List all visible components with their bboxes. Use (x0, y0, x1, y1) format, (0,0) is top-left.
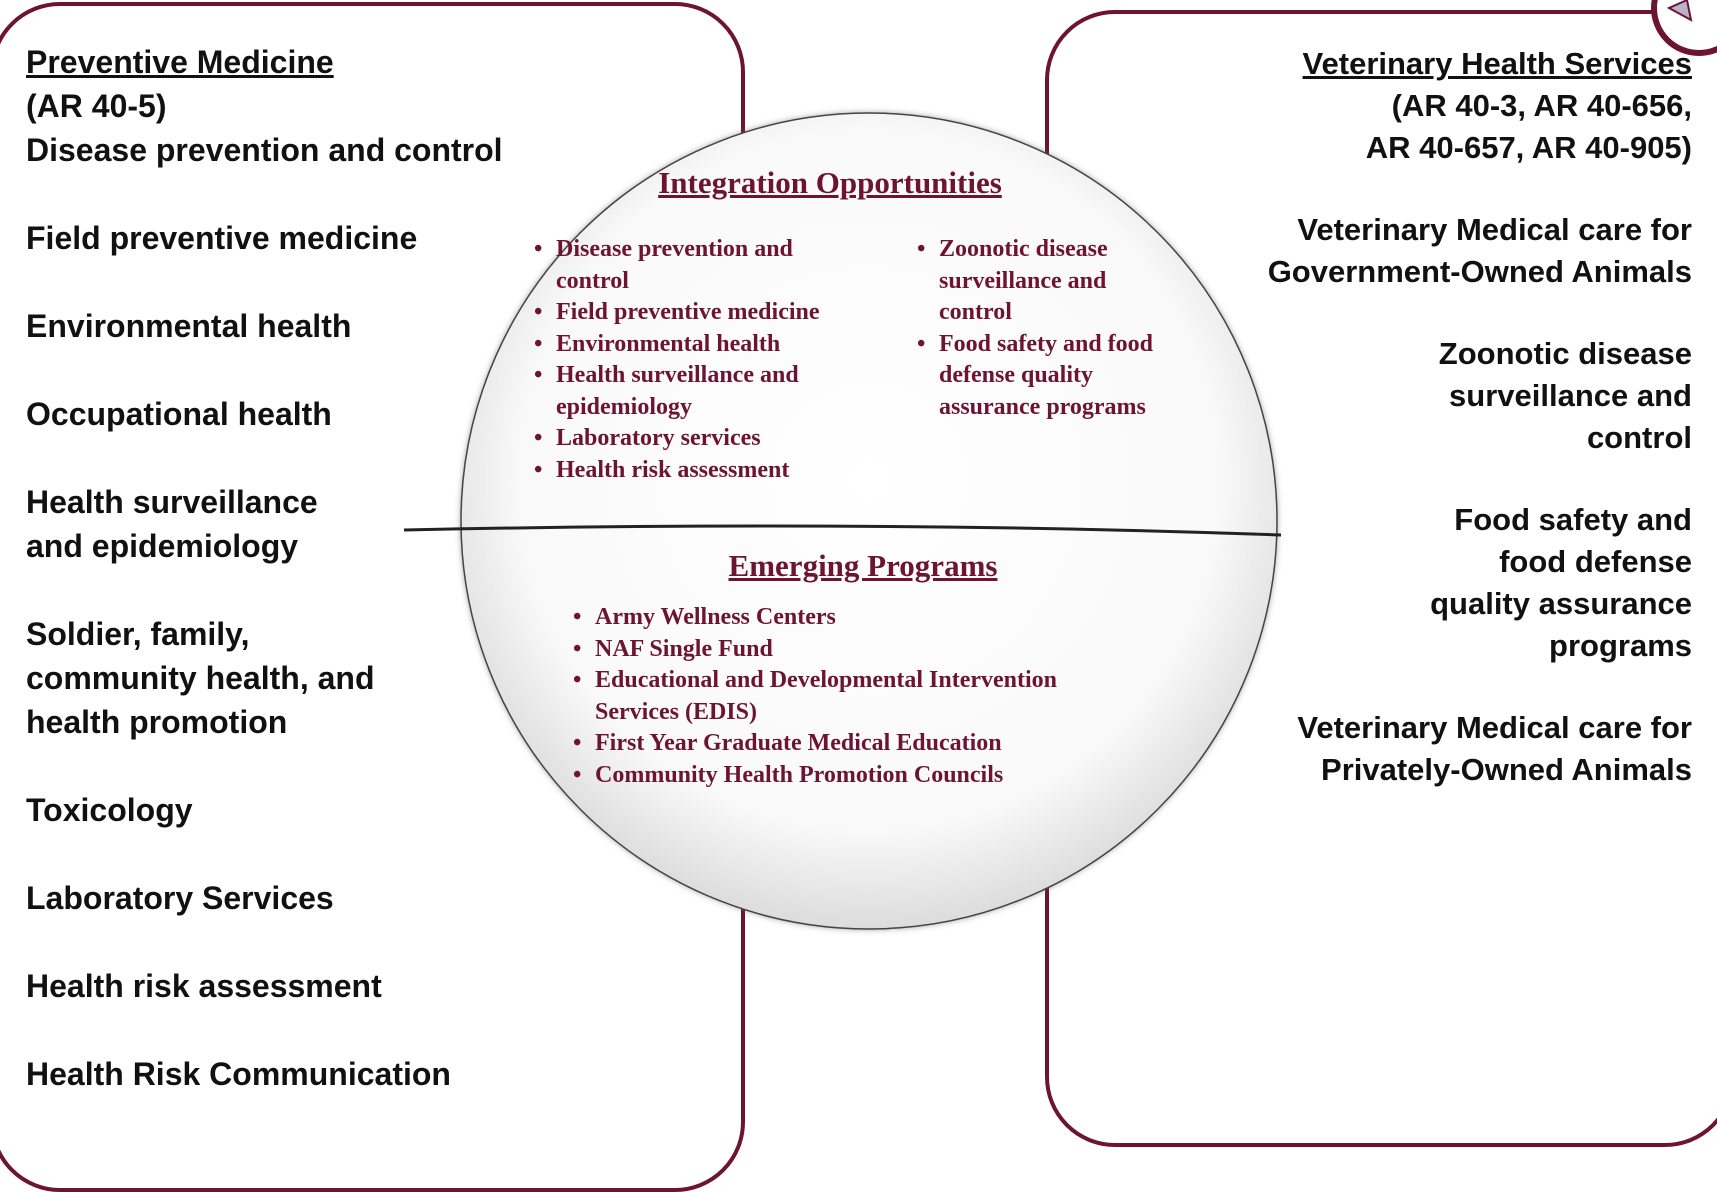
integration-item: Health risk assessment (534, 455, 874, 487)
emerging-item: First Year Graduate Medical Education (573, 728, 1133, 760)
vet-item: Veterinary Medical care for Privately-Ow… (1297, 710, 1692, 787)
vet-item: Food safety and food defense quality ass… (1430, 502, 1692, 663)
vet-item: Zoonotic disease surveillance and contro… (1438, 336, 1692, 455)
circle-divider (403, 524, 1282, 537)
pm-item: Occupational health (26, 396, 332, 432)
emerging-item: Educational and Developmental Interventi… (573, 665, 1135, 728)
emerging-list: Army Wellness Centers NAF Single Fund Ed… (573, 602, 1133, 791)
pm-item: Health Risk Communication (26, 1056, 451, 1092)
veterinary-regulation-line1: (AR 40-3, AR 40-656, (1391, 88, 1692, 123)
emerging-item: NAF Single Fund (573, 634, 1133, 666)
pm-item: Health surveillance and epidemiology (26, 484, 318, 564)
preventive-medicine-regulation: (AR 40-5) (26, 88, 167, 124)
integration-item: Laboratory services (534, 423, 874, 455)
veterinary-health-heading: Veterinary Health Services (1302, 46, 1692, 81)
integration-title: Integration Opportunities (658, 165, 1002, 200)
pm-item: Toxicology (26, 792, 193, 828)
integration-item: Disease prevention and control (534, 234, 826, 297)
emerging-item: Community Health Promotion Councils (573, 760, 1133, 792)
pm-item: Environmental health (26, 308, 352, 344)
integration-item: Environmental health (534, 329, 874, 361)
integration-list-col1: Disease prevention and control Field pre… (534, 234, 874, 486)
vet-item: Veterinary Medical care for Government-O… (1267, 212, 1692, 289)
pm-item: Health risk assessment (26, 968, 382, 1004)
emerging-item: Army Wellness Centers (573, 602, 1133, 634)
veterinary-regulation-line2: AR 40-657, AR 40-905) (1365, 130, 1692, 165)
integration-list-col2: Zoonotic disease surveillance and contro… (917, 234, 1177, 423)
emerging-title: Emerging Programs (728, 548, 998, 583)
pm-item: Soldier, family, community health, and h… (26, 616, 375, 740)
integration-item: Food safety and food defense quality ass… (917, 329, 1179, 424)
pm-item: Disease prevention and control (26, 132, 503, 168)
preventive-medicine-content: Preventive Medicine (AR 40-5) Disease pr… (26, 40, 586, 1096)
emblem-icon (1651, 0, 1717, 56)
veterinary-health-content: Veterinary Health Services (AR 40-3, AR … (1172, 43, 1692, 791)
integration-item: Field preventive medicine (534, 297, 874, 329)
pm-item: Field preventive medicine (26, 220, 418, 256)
pm-item: Laboratory Services (26, 880, 334, 916)
preventive-medicine-heading: Preventive Medicine (26, 44, 334, 80)
integration-item: Zoonotic disease surveillance and contro… (917, 234, 1139, 329)
integration-item: Health surveillance and epidemiology (534, 360, 856, 423)
